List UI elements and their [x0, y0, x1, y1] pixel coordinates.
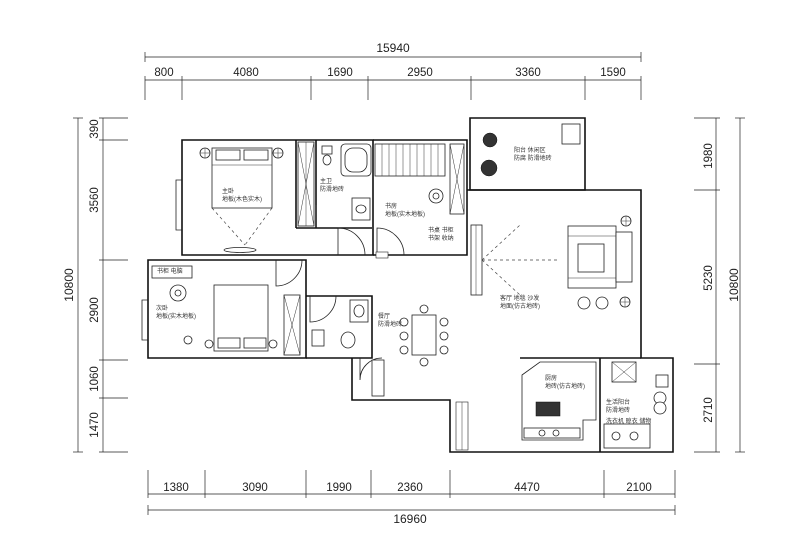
label-study-0: 书房 — [385, 202, 397, 210]
label-living-0: 客厅 地毯 沙发 — [500, 294, 539, 302]
label-master-bedroom-0: 主卧 — [222, 187, 234, 195]
dim-top-1: 4080 — [233, 67, 259, 79]
label-kitchen-1: 地砖(仿古地砖) — [545, 382, 585, 390]
label-dining-1: 防滑地砖 — [378, 320, 402, 328]
label-utility-note: 洗衣机 晾衣 储物 — [606, 417, 651, 425]
dim-bottom-4: 4470 — [514, 482, 540, 494]
dim-left-total: 10800 — [62, 268, 76, 302]
dim-right-2: 2710 — [703, 397, 715, 423]
label-dining-0: 餐厅 — [378, 312, 390, 320]
label-study-note-1: 书架 收纳 — [428, 234, 454, 242]
label-master-bath-1: 防滑地砖 — [320, 185, 344, 193]
room-labels: 主卧 地板(木色实木) 主卫 防滑地砖 书房 地板(实木地板) 书桌 书柜 书架… — [156, 146, 651, 425]
master-wardrobe — [297, 141, 315, 227]
master-bed — [199, 147, 284, 253]
balcony-plants — [480, 123, 581, 177]
dim-bottom-3: 2360 — [397, 482, 423, 494]
second-bedroom-furniture — [151, 265, 301, 356]
walls — [141, 117, 674, 453]
dim-left-4: 1470 — [89, 412, 101, 438]
dim-top-2: 1690 — [327, 67, 353, 79]
label-master-bath-0: 主卫 — [320, 177, 332, 185]
label-utility-0: 生活阳台 — [606, 398, 630, 406]
dimension-bottom: 1380 3090 1990 2360 4470 2100 16960 — [147, 470, 676, 526]
dimension-right: 1980 5230 2710 10800 — [694, 117, 745, 453]
dim-top-0: 800 — [154, 67, 173, 79]
master-bath-fixtures — [321, 143, 372, 221]
study-stairs — [374, 143, 465, 215]
label-second-bedroom-0: 次卧 — [156, 304, 168, 312]
label-utility-1: 防滑地砖 — [606, 406, 630, 414]
dim-bottom-1: 3090 — [242, 482, 268, 494]
dim-top-4: 3360 — [515, 67, 541, 79]
label-study-note-0: 书桌 书柜 — [428, 226, 454, 234]
dim-bottom-5: 2100 — [626, 482, 652, 494]
dim-left-0: 390 — [89, 119, 101, 138]
dim-right-1: 5230 — [703, 265, 715, 291]
label-balcony-1: 防腐 防滑地砖 — [514, 154, 552, 162]
tv-wall — [470, 224, 560, 296]
dim-right-total: 10800 — [727, 268, 741, 302]
dim-bottom-0: 1380 — [163, 482, 189, 494]
dim-top-5: 1590 — [600, 67, 626, 79]
windows — [375, 251, 469, 451]
sofa — [567, 215, 633, 310]
second-bath-fixtures — [311, 299, 369, 349]
dimension-left: 10800 390 3560 2900 1060 1470 — [62, 117, 128, 453]
dim-left-1: 3560 — [89, 187, 101, 213]
kitchen-fixtures — [521, 361, 669, 449]
dim-left-3: 1060 — [89, 366, 101, 392]
label-balcony-0: 阳台 休闲区 — [514, 146, 546, 154]
dining-table — [371, 304, 449, 397]
dim-top-3: 2950 — [407, 67, 433, 79]
label-kitchen-0: 厨房 — [545, 374, 557, 382]
dim-bottom-total: 16960 — [393, 512, 427, 526]
dim-bottom-2: 1990 — [326, 482, 352, 494]
doors — [275, 205, 405, 381]
label-study-1: 地板(实木地板) — [385, 210, 425, 218]
dim-left-2: 2900 — [89, 297, 101, 323]
label-living-1: 地面(仿古地砖) — [500, 302, 540, 310]
label-small: 书柜 电脑 — [157, 267, 183, 275]
dimension-top: 15940 800 4080 1690 2950 3360 1590 — [144, 41, 642, 100]
label-master-bedroom-1: 地板(木色实木) — [222, 195, 262, 203]
dim-top-total: 15940 — [376, 41, 410, 55]
dim-right-0: 1980 — [703, 143, 715, 169]
label-second-bedroom-1: 地板(实木地板) — [156, 312, 196, 320]
